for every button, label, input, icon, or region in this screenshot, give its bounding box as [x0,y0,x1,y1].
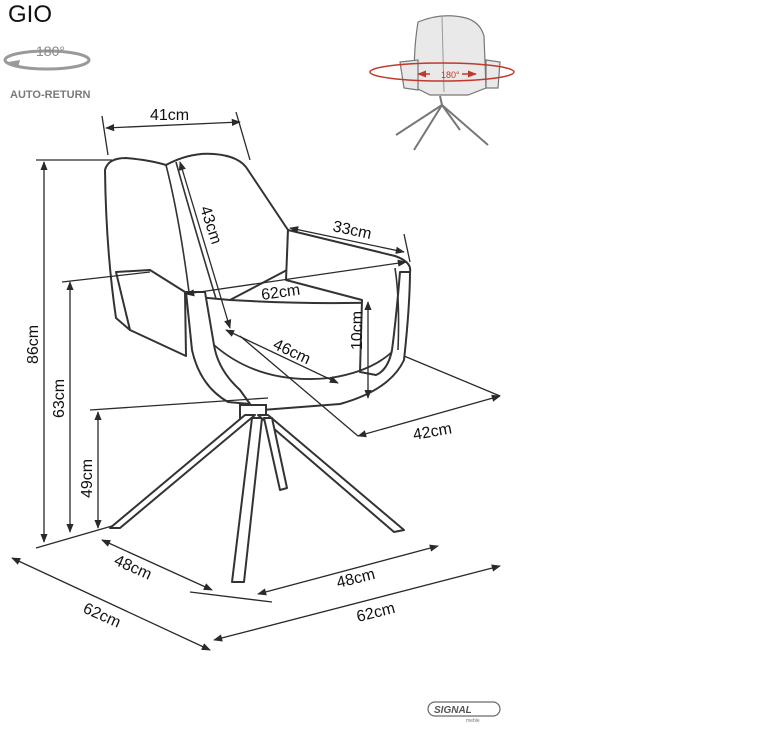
rotation-thumbnail: 180° [369,15,515,151]
signal-logo: SIGNAL meble [427,701,501,724]
auto-return-icon: 180° AUTO-RETURN [3,43,91,101]
label-total-height: 86cm [25,325,42,364]
label-total-width: 62cm [260,282,301,304]
dimension-lines [11,111,501,651]
label-overall-depth: 62cm [80,600,123,631]
product-title: GIO [8,1,52,28]
thumbnail-rotation-label: 180° [441,70,460,80]
rotation-angle-label: 180° [36,43,65,59]
brand-subtitle: meble [466,718,480,724]
label-base-width: 48cm [335,566,377,592]
label-armrest-length: 33cm [331,218,373,243]
brand-name: SIGNAL [434,705,472,716]
label-seat-height: 49cm [79,459,96,498]
label-base-depth: 48cm [111,552,154,583]
label-overall-width: 62cm [355,600,397,626]
label-armrest-floor-height: 63cm [51,379,68,418]
label-armrest-height: 10cm [349,311,366,350]
label-backrest-width: 41cm [150,107,189,124]
chair-drawing [104,152,412,583]
auto-return-label: AUTO-RETURN [10,89,91,101]
label-seat-width: 42cm [412,420,453,444]
